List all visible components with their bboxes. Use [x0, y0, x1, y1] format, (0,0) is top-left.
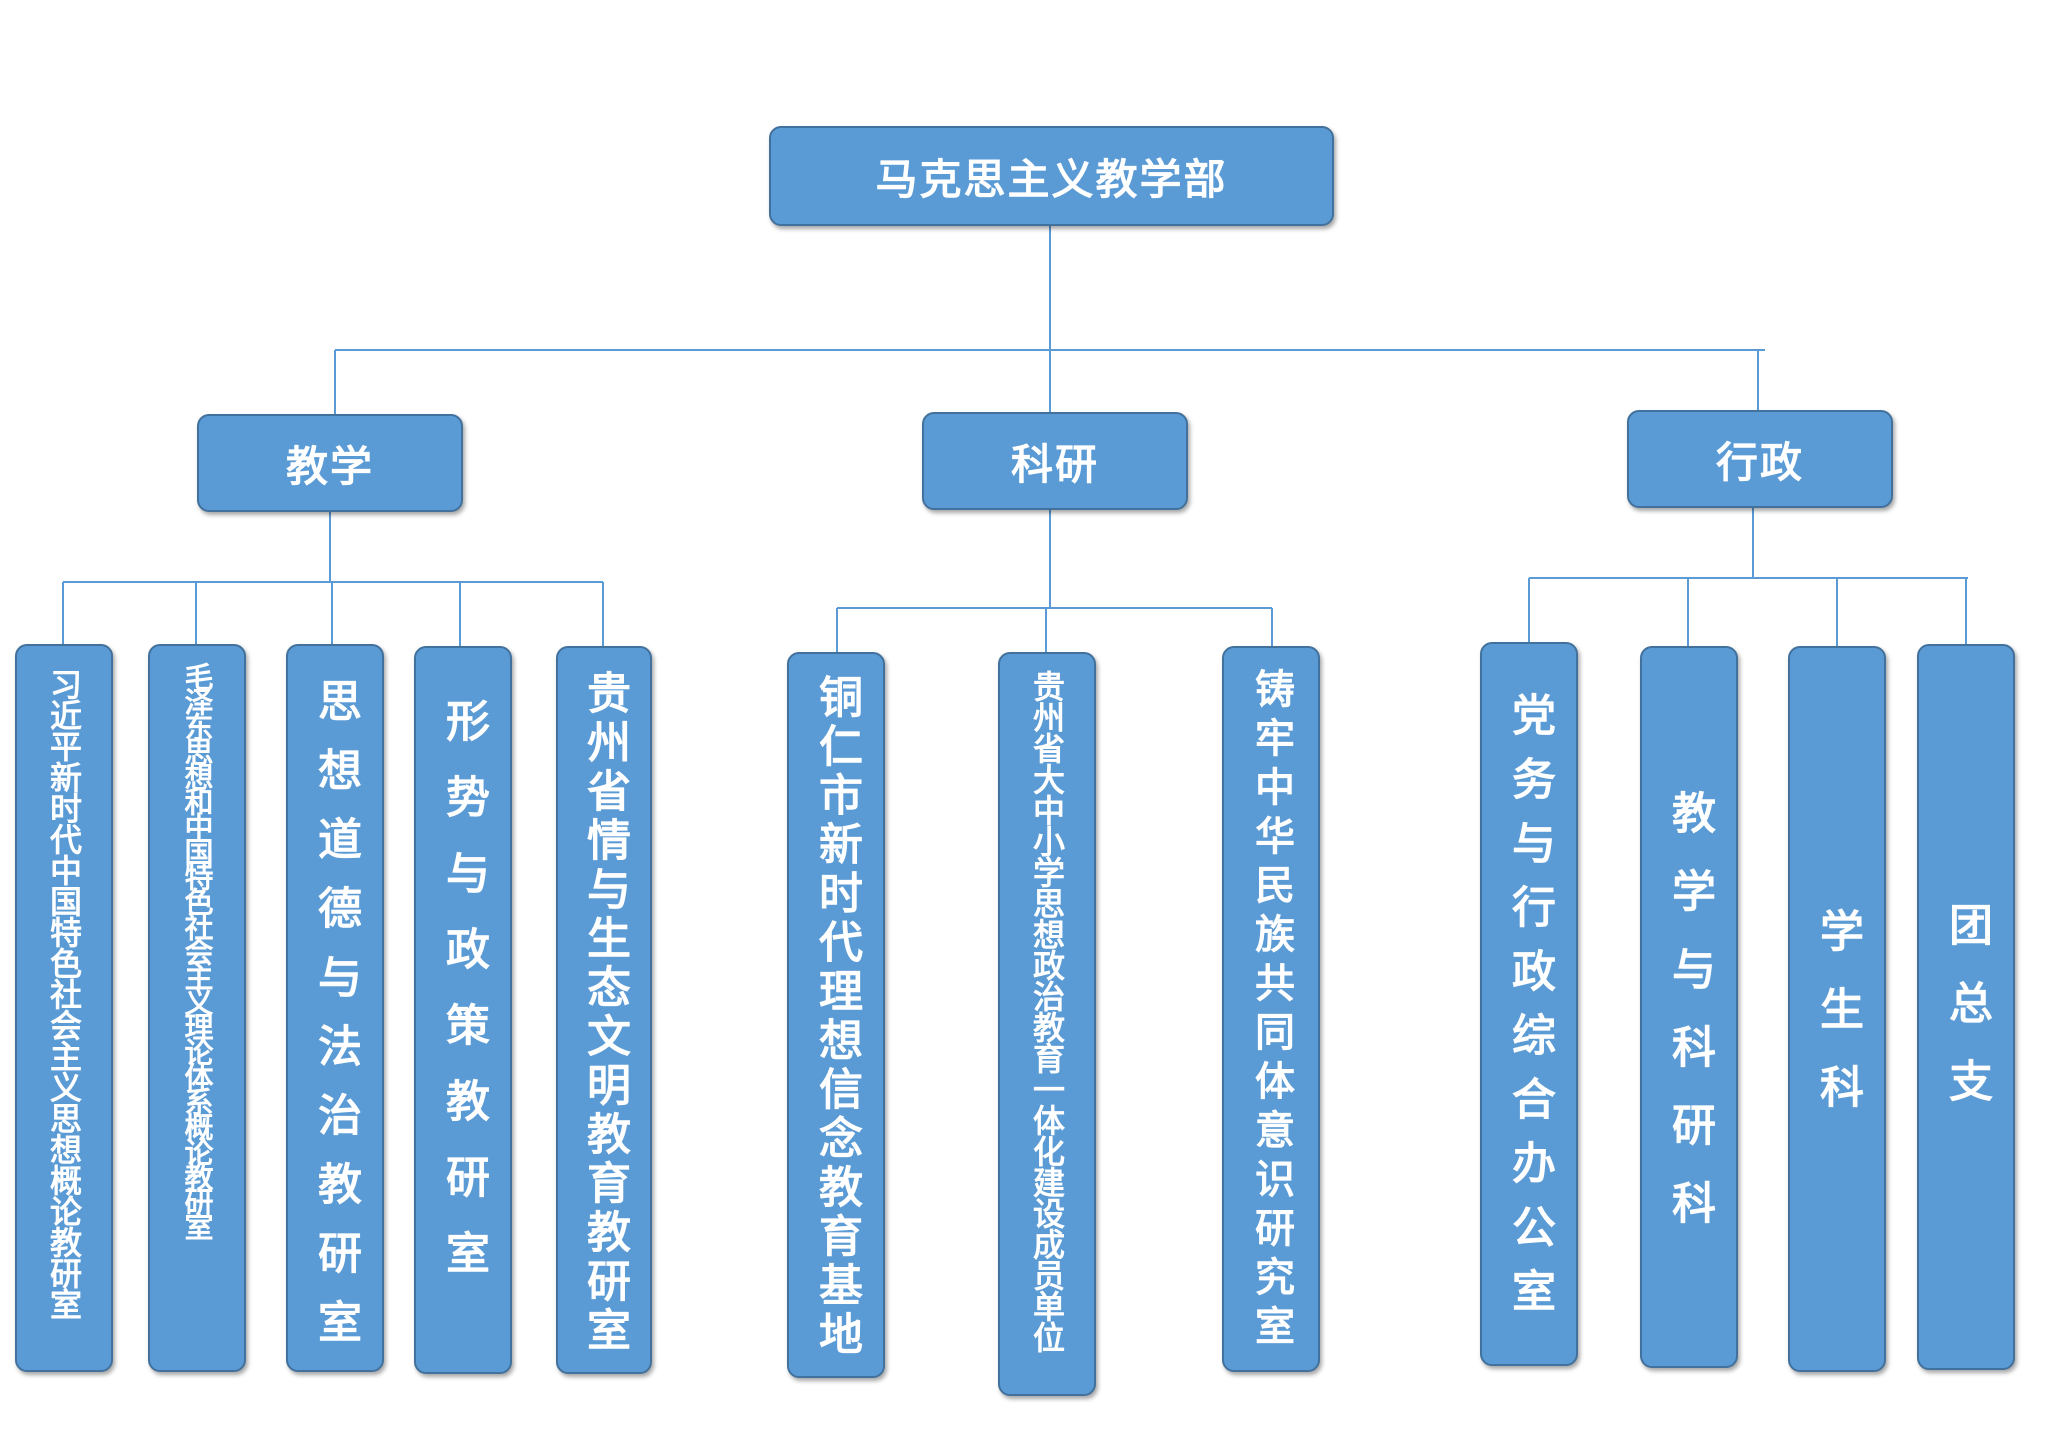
unit-label: 贵州省情与生态文明教育教研室	[579, 670, 630, 1356]
root-node: 马克思主义教学部	[769, 126, 1334, 226]
unit-youth-league-branch: 团总支	[1917, 644, 2015, 1370]
unit-tongren-base: 铜仁市新时代理想信念教育基地	[787, 652, 885, 1378]
branch-teaching: 教学	[197, 414, 463, 512]
unit-student-section: 学生科	[1788, 646, 1886, 1372]
unit-party-admin-office: 党务与行政综合办公室	[1480, 642, 1578, 1366]
unit-label: 铸牢中华民族共同体意识研究室	[1248, 668, 1295, 1354]
unit-guizhou-integration-member: 贵州省大中小学思想政治教育一体化建设成员单位	[998, 652, 1096, 1396]
unit-policy-office: 形势与政策教研室	[414, 646, 512, 1374]
unit-label: 形势与政策教研室	[438, 698, 489, 1306]
unit-label: 学生科	[1812, 908, 1863, 1142]
unit-label: 思想道德与法治教研室	[310, 678, 361, 1368]
unit-ethics-law-office: 思想道德与法治教研室	[286, 644, 384, 1372]
branch-admin: 行政	[1627, 410, 1893, 508]
branch-admin-label: 行政	[1715, 437, 1804, 487]
branch-research: 科研	[922, 412, 1188, 510]
root-label: 马克思主义教学部	[875, 154, 1228, 204]
unit-guizhou-ecology-office: 贵州省情与生态文明教育教研室	[556, 646, 652, 1374]
unit-label: 贵州省大中小学思想政治教育一体化建设成员单位	[1028, 670, 1066, 1352]
unit-label: 毛泽东思想和中国特色社会主义理论体系概论教研室	[180, 662, 214, 1237]
unit-mao-thought-office: 毛泽东思想和中国特色社会主义理论体系概论教研室	[148, 644, 246, 1372]
unit-label: 铜仁市新时代理想信念教育基地	[811, 674, 862, 1360]
branch-teaching-label: 教学	[285, 441, 374, 491]
unit-community-research-office: 铸牢中华民族共同体意识研究室	[1222, 646, 1320, 1372]
unit-teaching-research-section: 教学与科研科	[1640, 646, 1738, 1368]
unit-label: 团总支	[1941, 902, 1992, 1136]
unit-label: 习近平新时代中国特色社会主义思想概论教研室	[45, 668, 83, 1319]
unit-xi-thought-office: 习近平新时代中国特色社会主义思想概论教研室	[15, 644, 113, 1372]
branch-research-label: 科研	[1010, 439, 1099, 489]
unit-label: 党务与行政综合办公室	[1504, 692, 1555, 1332]
unit-label: 教学与科研科	[1664, 790, 1715, 1258]
